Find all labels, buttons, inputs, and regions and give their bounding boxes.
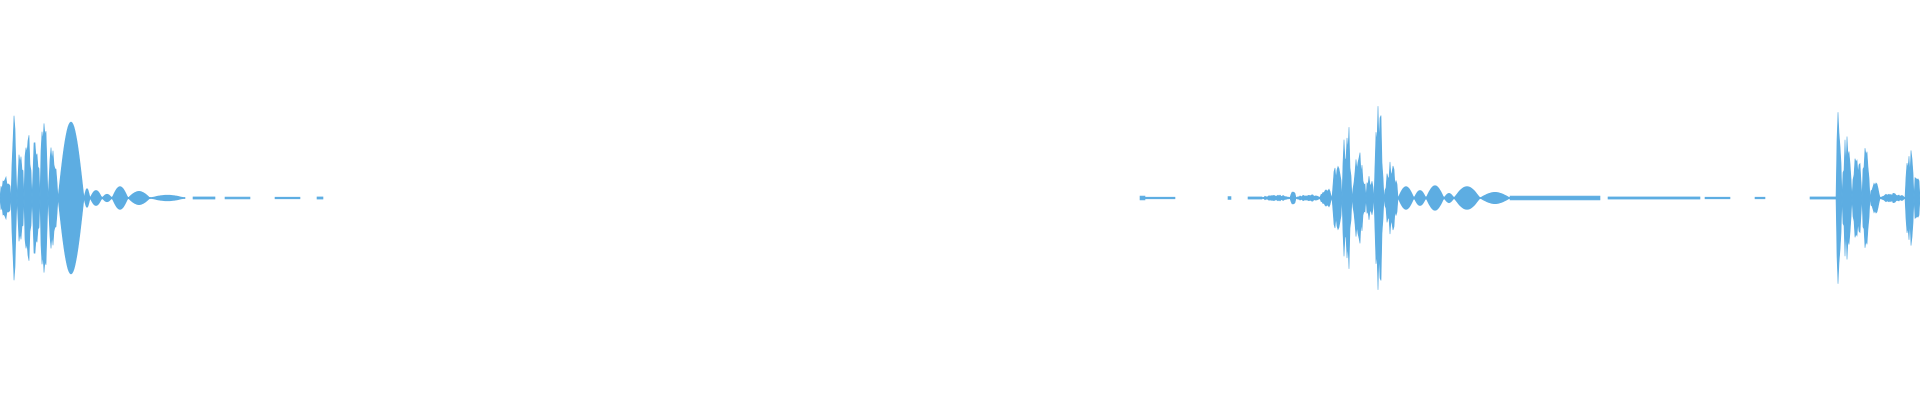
- clip-1-segment: [0, 175, 12, 221]
- clip-2-segment: [1509, 195, 1601, 201]
- clip-2-segment: [1453, 186, 1481, 210]
- clip-1-segment: [316, 196, 324, 200]
- clip-2-segment: [1607, 196, 1701, 200]
- clip-1-segment: [101, 193, 113, 203]
- clip-2-segment: [1879, 192, 1906, 204]
- clip-2-segment: [1479, 192, 1511, 204]
- clip-2-segment: [1704, 196, 1731, 200]
- clip-2-segment: [1809, 196, 1837, 200]
- clip-1-segment: [10, 115, 18, 281]
- clip-2-segment: [1319, 188, 1333, 208]
- clip-2-segment: [1397, 186, 1415, 210]
- clip-2-segment: [1351, 152, 1367, 244]
- clip-2-segment: [1913, 177, 1920, 219]
- clip-2-segment: [1851, 158, 1863, 238]
- clip-2-segment: [1869, 182, 1881, 214]
- clip-1-segment: [83, 188, 91, 208]
- clip-2-segment: [1261, 194, 1291, 202]
- clip-1-segment: [127, 190, 151, 206]
- clip-2-segment: [1413, 190, 1427, 206]
- clip-1-segment: [23, 135, 33, 261]
- clip-2-segment: [1443, 192, 1455, 204]
- clip-2-segment: [1365, 176, 1375, 220]
- clip-1-segment: [47, 147, 59, 249]
- clip-1-segment: [149, 194, 186, 202]
- clip-1-segment: [89, 190, 103, 206]
- clip-2-segment: [1383, 161, 1399, 235]
- clip-2-segment: [1331, 165, 1343, 231]
- clip-2-segment: [1139, 195, 1146, 201]
- clip-1-segment: [39, 123, 49, 273]
- clip-1-segment: [111, 186, 129, 210]
- clip-2-segment: [1861, 148, 1871, 248]
- clip-2-segment: [1289, 191, 1297, 205]
- clip-1-segment: [192, 196, 216, 200]
- clip-2-segment: [1841, 136, 1853, 260]
- clip-2-segment: [1425, 185, 1445, 211]
- waveform-group: [0, 106, 1920, 290]
- clip-1-segment: [16, 154, 25, 242]
- clip-2-segment: [1904, 150, 1915, 246]
- clip-2-segment: [1341, 127, 1353, 269]
- clip-1-segment: [224, 196, 251, 200]
- clip-1-segment: [274, 196, 301, 200]
- clip-2-segment: [1144, 196, 1176, 200]
- clip-2-segment: [1295, 194, 1321, 202]
- clip-1-segment: [57, 121, 85, 275]
- clip-2-segment: [1373, 106, 1385, 290]
- clip-1-segment: [31, 142, 41, 254]
- clip-2-segment: [1754, 196, 1766, 200]
- clip-2-segment: [1227, 196, 1232, 200]
- clip-2-segment: [1247, 196, 1263, 200]
- clip-2-segment: [1835, 112, 1843, 284]
